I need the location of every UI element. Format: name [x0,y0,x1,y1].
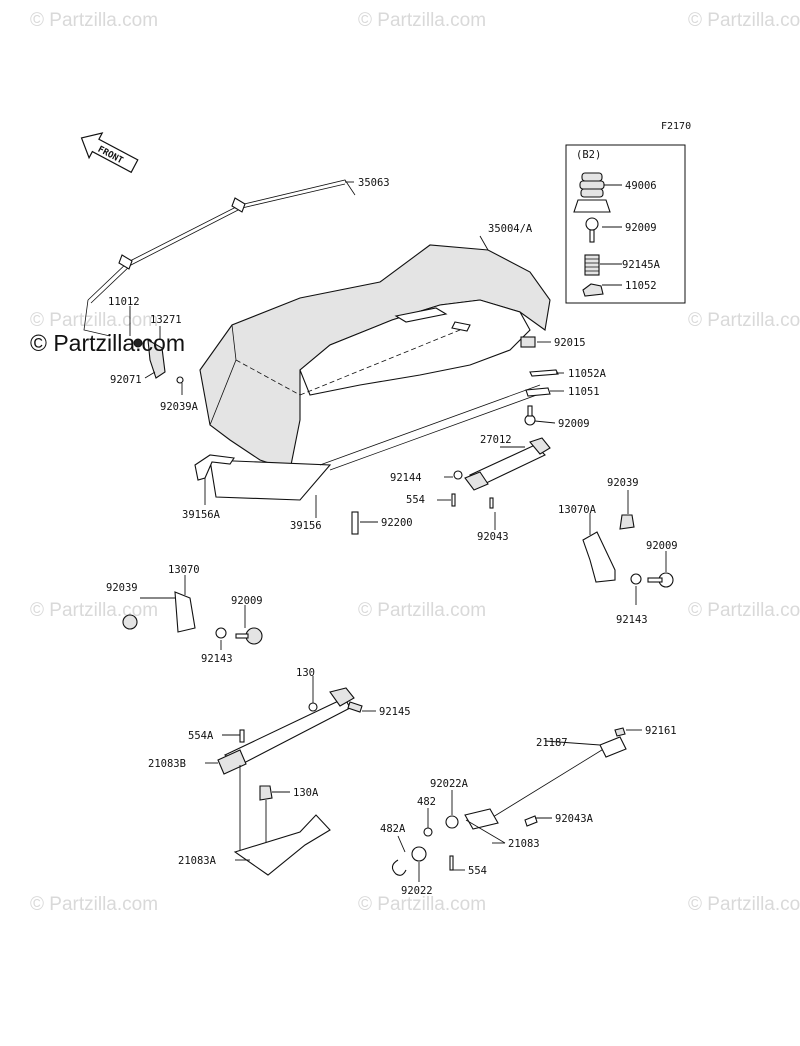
bracket-39156A [194,454,235,481]
callout-92039a[interactable]: 92039A [160,401,199,413]
watermark: © Partzilla.com [688,10,800,31]
small-parts-left [133,338,184,384]
watermark: © Partzilla.com [358,10,486,31]
lever-assembly-21083B [217,687,363,876]
callout-92071[interactable]: 92071 [110,374,142,386]
callout-482a[interactable]: 482A [380,823,406,835]
callout-11052[interactable]: 11052 [625,280,657,292]
callout-92039-left[interactable]: 92039 [106,582,138,594]
cover-35004 [199,244,551,471]
callout-482[interactable]: 482 [417,796,436,808]
callout-554[interactable]: 554 [406,494,425,506]
watermark: © Partzilla.com [358,600,486,621]
watermark-layer: © Partzilla.com © Partzilla.com © Partzi… [30,10,800,915]
callout-92009-right[interactable]: 92009 [646,540,678,552]
callout-labels: 35063 35004/A 11012 13271 92071 92039A 9… [106,177,678,897]
bracket-11052A [529,369,559,377]
callout-92039-right[interactable]: 92039 [607,477,639,489]
block-92015 [520,336,536,348]
callout-92143-right[interactable]: 92143 [616,614,648,626]
watermark: © Partzilla.com [30,310,158,331]
callout-49006[interactable]: 49006 [625,180,657,192]
rubber-stopper-49006 [573,172,611,213]
watermark: © Partzilla.com [688,894,800,915]
callout-92009-inset[interactable]: 92009 [625,222,657,234]
watermark: © Partzilla.com [688,600,800,621]
callout-92043a[interactable]: 92043A [555,813,594,825]
callout-92200[interactable]: 92200 [381,517,413,529]
watermark: © Partzilla.com [688,310,800,331]
callout-21187[interactable]: 21187 [536,737,568,749]
callout-21083[interactable]: 21083 [508,838,540,850]
inset-box-b2: (B2) [565,144,686,304]
callout-92009-left[interactable]: 92009 [231,595,263,607]
callout-92143-left[interactable]: 92143 [201,653,233,665]
watermark-prominent: © Partzilla.com [30,330,185,356]
bracket-11051 [525,387,551,397]
callout-92015[interactable]: 92015 [554,337,586,349]
inset-box-title: (B2) [576,149,601,161]
watermark: © Partzilla.com [30,600,158,621]
bracket-13070 [122,591,263,645]
callout-554a[interactable]: 554A [188,730,214,742]
bracket-11052 [582,283,604,297]
callout-13070a[interactable]: 13070A [558,504,597,516]
callout-13271[interactable]: 13271 [150,314,182,326]
callout-21083a[interactable]: 21083A [178,855,217,867]
rod-assembly-21187 [391,727,627,876]
latch-27012 [451,437,551,509]
callout-92145a[interactable]: 92145A [622,259,661,271]
hinge-pin-92200 [351,511,359,535]
front-arrow-icon: FRONT [80,132,139,174]
callout-130a[interactable]: 130A [293,787,319,799]
callout-130[interactable]: 130 [296,667,315,679]
leader-lines [129,181,667,882]
spring-92145A [584,254,600,276]
callout-92144[interactable]: 92144 [390,472,422,484]
callout-35063[interactable]: 35063 [358,177,390,189]
diagram-code: F2170 [661,121,691,132]
bolt-92009-inset [585,217,599,243]
callout-92022a[interactable]: 92022A [430,778,469,790]
callout-92145[interactable]: 92145 [379,706,411,718]
mat-39156 [209,384,546,501]
callout-39156a[interactable]: 39156A [182,509,221,521]
rod-35063 [83,179,356,337]
callout-554-lower[interactable]: 554 [468,865,487,877]
callout-92022[interactable]: 92022 [401,885,433,897]
callout-92043[interactable]: 92043 [477,531,509,543]
callout-92009[interactable]: 92009 [558,418,590,430]
watermark: © Partzilla.com [30,894,158,915]
callout-35004-a[interactable]: 35004/A [488,223,533,235]
callout-11012[interactable]: 11012 [108,296,140,308]
callout-27012[interactable]: 27012 [480,434,512,446]
bracket-13070A [582,514,674,588]
callout-21083b[interactable]: 21083B [148,758,186,770]
callout-39156[interactable]: 39156 [290,520,322,532]
watermark: © Partzilla.com [358,894,486,915]
watermark: © Partzilla.com [30,10,158,31]
callout-11051[interactable]: 11051 [568,386,600,398]
callout-92161[interactable]: 92161 [645,725,677,737]
callout-11052a[interactable]: 11052A [568,368,607,380]
callout-13070[interactable]: 13070 [168,564,200,576]
bolt-92009 [524,405,536,426]
